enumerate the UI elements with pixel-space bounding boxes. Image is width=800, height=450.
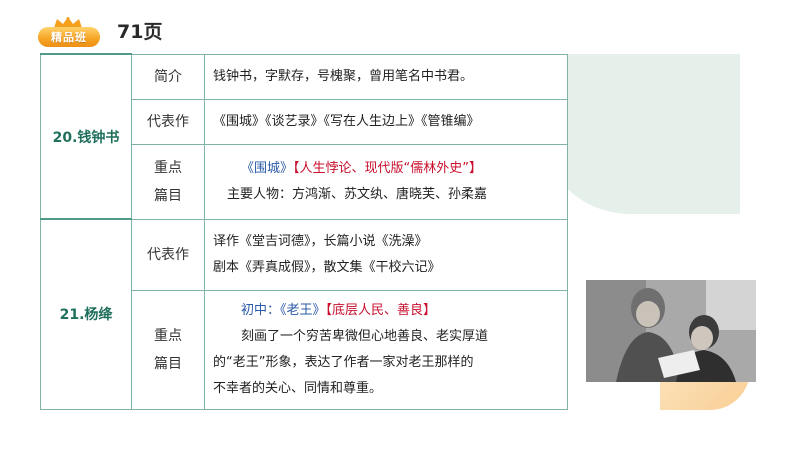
key-theme: 人生悖论、现代版“儒林外史” [299,160,470,176]
key-label-line2: 篇目 [154,355,182,372]
decor-green-shape [540,54,740,214]
badge-label: 精品班 [38,27,100,47]
key-desc-line1: 刻画了一个穷苦卑微但心地善良、老实厚道 [241,328,489,344]
works-line2: 剧本《弄真成假》，散文集《干校六记》 [213,259,441,275]
table-row: 重点 篇目 初中：《老王》【底层人民、善良】 刻画了一个穷苦卑微但心地善良、老实… [41,289,568,410]
key-theme: 底层人民、善良 [332,302,424,318]
row-label-key: 重点 篇目 [131,143,205,220]
bracket-close: 】 [469,160,483,176]
row-label-key: 重点 篇目 [131,289,205,410]
intro-text: 钱钟书，字默存，号槐聚，曾用笔名中书君。 [204,53,568,100]
key-content: 《围城》【人生悖论、现代版“儒林外史”】 主要人物：方鸿渐、苏文纨、唐晓芙、孙柔… [204,143,568,220]
key-characters: 主要人物：方鸿渐、苏文纨、唐晓芙、孙柔嘉 [227,186,488,202]
bracket-open: 【 [325,302,333,318]
key-line: 初中：《老王》【底层人民、善良】 [213,298,559,324]
key-content: 初中：《老王》【底层人民、善良】 刻画了一个穷苦卑微但心地善良、老实厚道 的“老… [204,289,568,410]
key-work: 《围城》 [241,160,294,176]
row-label-works: 代表作 [131,98,205,145]
works-content: 译作《堂吉诃德》，长篇小说《洗澡》 剧本《弄真成假》，散文集《干校六记》 [204,218,568,291]
author-name-qian: 20.钱钟书 [40,53,132,220]
author-photo [586,280,756,382]
key-label-line1: 重点 [154,159,182,176]
key-label-line2: 篇目 [154,187,182,204]
author-table: 20.钱钟书 简介 钱钟书，字默存，号槐聚，曾用笔名中书君。 代表作 《围城》《… [40,53,568,410]
key-line: 《围城》【人生悖论、现代版“儒林外史”】 [213,156,559,182]
table-row: 21.杨绛 代表作 译作《堂吉诃德》，长篇小说《洗澡》 剧本《弄真成假》，散文集… [40,218,568,410]
works-line1: 译作《堂吉诃德》，长篇小说《洗澡》 [213,233,428,249]
key-label-line1: 重点 [154,327,182,344]
author-name-yang: 21.杨绛 [40,218,132,410]
table-row: 重点 篇目 《围城》【人生悖论、现代版“儒林外史”】 主要人物：方鸿渐、苏文纨、… [41,143,568,220]
photo-figures [586,280,756,382]
key-prefix: 初中：《老王》 [241,302,326,318]
crown-icon [54,17,82,28]
class-badge: 精品班 [38,17,100,47]
bracket-open: 【 [293,160,300,176]
bracket-close: 】 [423,302,437,318]
row-label-works: 代表作 [131,218,205,291]
works-text: 《围城》《谈艺录》《写在人生边上》《管锥编》 [204,98,568,145]
row-label-intro: 简介 [131,53,205,100]
page-title: 71页 [117,21,163,43]
key-desc-line3: 不幸者的关心、同情和尊重。 [213,380,383,396]
key-desc-line2: 的“老王”形象，表达了作者一家对老王那样的 [213,354,474,370]
table-row: 20.钱钟书 简介 钱钟书，字默存，号槐聚，曾用笔名中书君。 [40,53,568,220]
